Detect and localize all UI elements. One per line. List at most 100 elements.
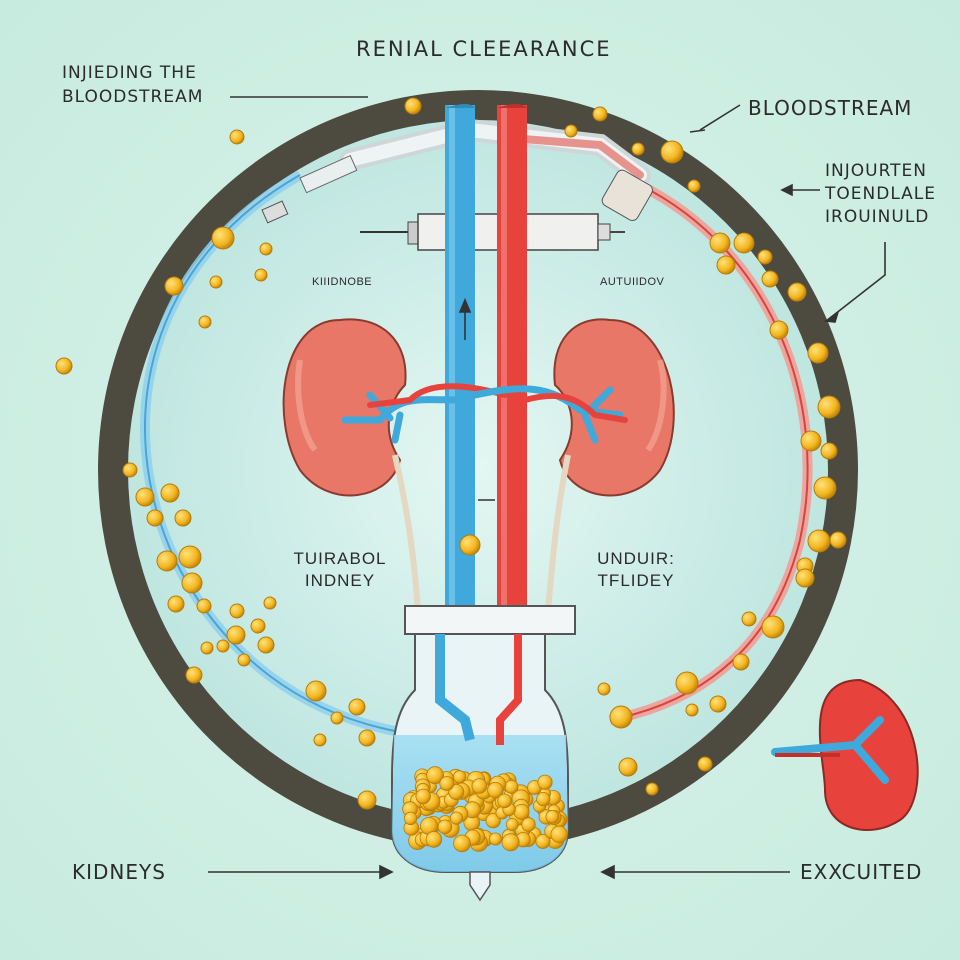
particle-icon <box>685 703 699 717</box>
particle-icon <box>439 776 455 791</box>
particle-icon <box>305 680 327 702</box>
particle-icon <box>521 817 536 832</box>
particle-icon <box>200 641 214 655</box>
particle-icon <box>229 603 245 619</box>
particle-icon <box>358 729 376 747</box>
label-kidneys: KIDNEYS <box>72 860 166 884</box>
particle-icon <box>181 572 203 594</box>
particle-icon <box>135 487 155 507</box>
particle-icon <box>330 711 344 725</box>
particle-icon <box>357 790 377 810</box>
particle-icon <box>237 653 251 667</box>
particle-icon <box>732 653 750 671</box>
particle-icon <box>660 140 684 164</box>
inner-disc <box>128 120 828 820</box>
particle-icon <box>817 395 841 419</box>
particle-icon <box>761 270 779 288</box>
particle-icon <box>459 534 481 556</box>
particle-icon <box>404 97 422 115</box>
particle-icon <box>592 106 608 122</box>
label-injecting-line1: INJIEDING THE <box>62 63 197 83</box>
particle-group <box>55 97 847 810</box>
kidney-icon <box>282 318 508 497</box>
particle-icon <box>257 636 275 654</box>
particle-icon <box>716 255 736 275</box>
particle-icon <box>452 770 467 784</box>
syringe-icon <box>261 118 653 224</box>
label-left-kidney-small: KIIIDNOBE <box>312 276 373 288</box>
kidney-icon <box>471 318 675 497</box>
particle-icon <box>829 531 847 549</box>
label-excreted: EXXCUITED <box>800 860 923 884</box>
label-left-kidney-line2: INDNEY <box>304 571 376 590</box>
particle-icon <box>787 282 807 302</box>
particle-icon <box>795 568 815 588</box>
particle-icon <box>645 782 659 796</box>
label-bloodstream: BLOODSTREAM <box>748 96 913 120</box>
particle-icon <box>609 705 633 729</box>
particle-icon <box>537 774 553 790</box>
particle-icon <box>697 756 713 772</box>
label-injourten-line1: INJOURTEN <box>825 161 927 181</box>
particle-icon <box>687 179 701 193</box>
particle-icon <box>488 832 502 846</box>
particle-icon <box>216 639 230 653</box>
particle-icon <box>550 825 568 844</box>
particle-icon <box>820 442 838 460</box>
label-right-kidney-line2: TFLIDEY <box>597 571 675 590</box>
particle-icon <box>504 779 519 794</box>
particle-icon <box>757 249 773 265</box>
particle-icon <box>196 598 212 614</box>
particle-icon <box>513 803 530 820</box>
particle-icon <box>761 615 785 639</box>
diagram-title: RENIAL CLEEARANCE <box>356 37 612 61</box>
particle-icon <box>156 550 178 572</box>
particle-icon <box>709 232 731 254</box>
particle-icon <box>403 811 418 826</box>
particle-icon <box>733 232 755 254</box>
particle-icon <box>185 666 203 684</box>
arrow-icon <box>208 96 886 880</box>
particle-icon <box>229 129 245 145</box>
label-right-kidney-small: AUTUIIDOV <box>600 276 665 288</box>
particle-icon <box>437 819 453 835</box>
label-injourten-line3: IROUINULD <box>825 207 930 227</box>
label-injourten-line2: TOENDLALE <box>825 184 937 204</box>
particle-icon <box>164 276 184 296</box>
particle-icon <box>426 766 445 785</box>
particle-icon <box>209 275 223 289</box>
particle-icon <box>807 342 829 364</box>
particle-icon <box>259 242 273 256</box>
particle-icon <box>709 695 727 713</box>
particle-icon <box>415 788 431 805</box>
particle-icon <box>618 757 638 777</box>
particle-icon <box>449 811 464 825</box>
particle-icon <box>800 430 822 452</box>
particle-icon <box>453 834 471 853</box>
particle-icon <box>122 462 138 478</box>
particle-icon <box>211 226 235 250</box>
label-injecting-line2: BLOODSTREAM <box>62 87 204 107</box>
particle-icon <box>497 793 512 809</box>
particle-icon <box>471 778 488 794</box>
particle-icon <box>487 781 504 799</box>
particle-icon <box>807 529 831 553</box>
particle-icon <box>501 833 520 852</box>
particle-icon <box>505 818 519 831</box>
particle-icon <box>597 682 611 696</box>
particle-icon <box>675 671 699 695</box>
particle-icon <box>313 733 327 747</box>
particle-icon <box>198 315 212 329</box>
jar-particles <box>402 766 568 853</box>
kidney-icon <box>771 678 919 831</box>
particle-icon <box>535 833 551 849</box>
label-left-kidney-line1: TUIRABOL <box>293 549 387 568</box>
particle-icon <box>226 625 246 645</box>
particle-icon <box>254 268 268 282</box>
particle-icon <box>631 142 645 156</box>
particle-icon <box>813 476 837 500</box>
particle-icon <box>564 124 578 138</box>
particle-icon <box>178 545 202 569</box>
